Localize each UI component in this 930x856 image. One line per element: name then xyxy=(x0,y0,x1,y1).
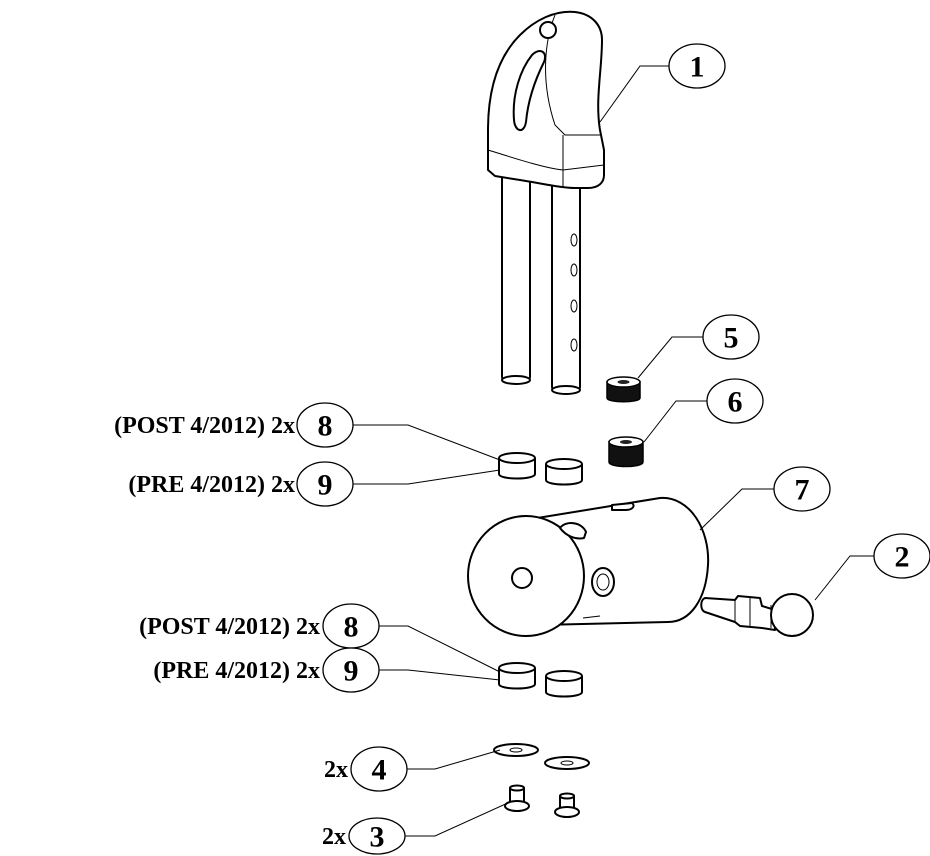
balloon-9-top-number: 9 xyxy=(318,469,333,502)
balloon-3-number: 3 xyxy=(370,821,385,854)
balloon-9-top: 9 xyxy=(296,461,354,507)
balloon-9-bottom-number: 9 xyxy=(344,655,359,688)
label-qty-part-4: 2x xyxy=(324,757,348,783)
balloon-1-number: 1 xyxy=(690,51,705,84)
label-post-top: (POST 4/2012) 2x xyxy=(114,413,295,439)
label-post-bottom: (POST 4/2012) 2x xyxy=(139,614,320,640)
part-4-washers xyxy=(493,743,590,770)
part-5-set-screw xyxy=(606,376,641,403)
balloon-8-bottom-number: 8 xyxy=(344,611,359,644)
balloon-6-number: 6 xyxy=(728,386,743,419)
leader-lines xyxy=(353,65,874,837)
balloon-9-bottom: 9 xyxy=(322,647,380,693)
label-pre-top: (PRE 4/2012) 2x xyxy=(128,472,295,498)
balloon-5-number: 5 xyxy=(724,322,739,355)
part-7-cylinder-block xyxy=(467,496,710,637)
balloon-3: 3 xyxy=(348,817,406,855)
label-qty-part-3: 2x xyxy=(322,824,346,850)
balloon-7-number: 7 xyxy=(795,474,810,507)
balloon-8-top-number: 8 xyxy=(318,410,333,443)
balloon-6: 6 xyxy=(706,378,764,424)
balloon-8-bottom: 8 xyxy=(322,603,380,649)
balloon-5: 5 xyxy=(702,314,760,360)
label-pre-bottom: (PRE 4/2012) 2x xyxy=(153,658,320,684)
balloon-2-number: 2 xyxy=(895,541,910,574)
part-3-rivets xyxy=(504,784,580,818)
part-1-handle xyxy=(487,10,605,395)
bushing-pair-bottom xyxy=(498,662,583,698)
balloon-4-number: 4 xyxy=(372,754,387,787)
balloon-2: 2 xyxy=(873,533,930,579)
part-2-plunger-pin xyxy=(700,593,814,637)
balloon-1: 1 xyxy=(668,43,726,89)
balloon-4: 4 xyxy=(350,746,408,792)
balloon-8-top: 8 xyxy=(296,402,354,448)
part-6-set-screw xyxy=(608,436,644,468)
bushing-pair-top xyxy=(498,452,583,486)
balloon-7: 7 xyxy=(773,466,831,512)
